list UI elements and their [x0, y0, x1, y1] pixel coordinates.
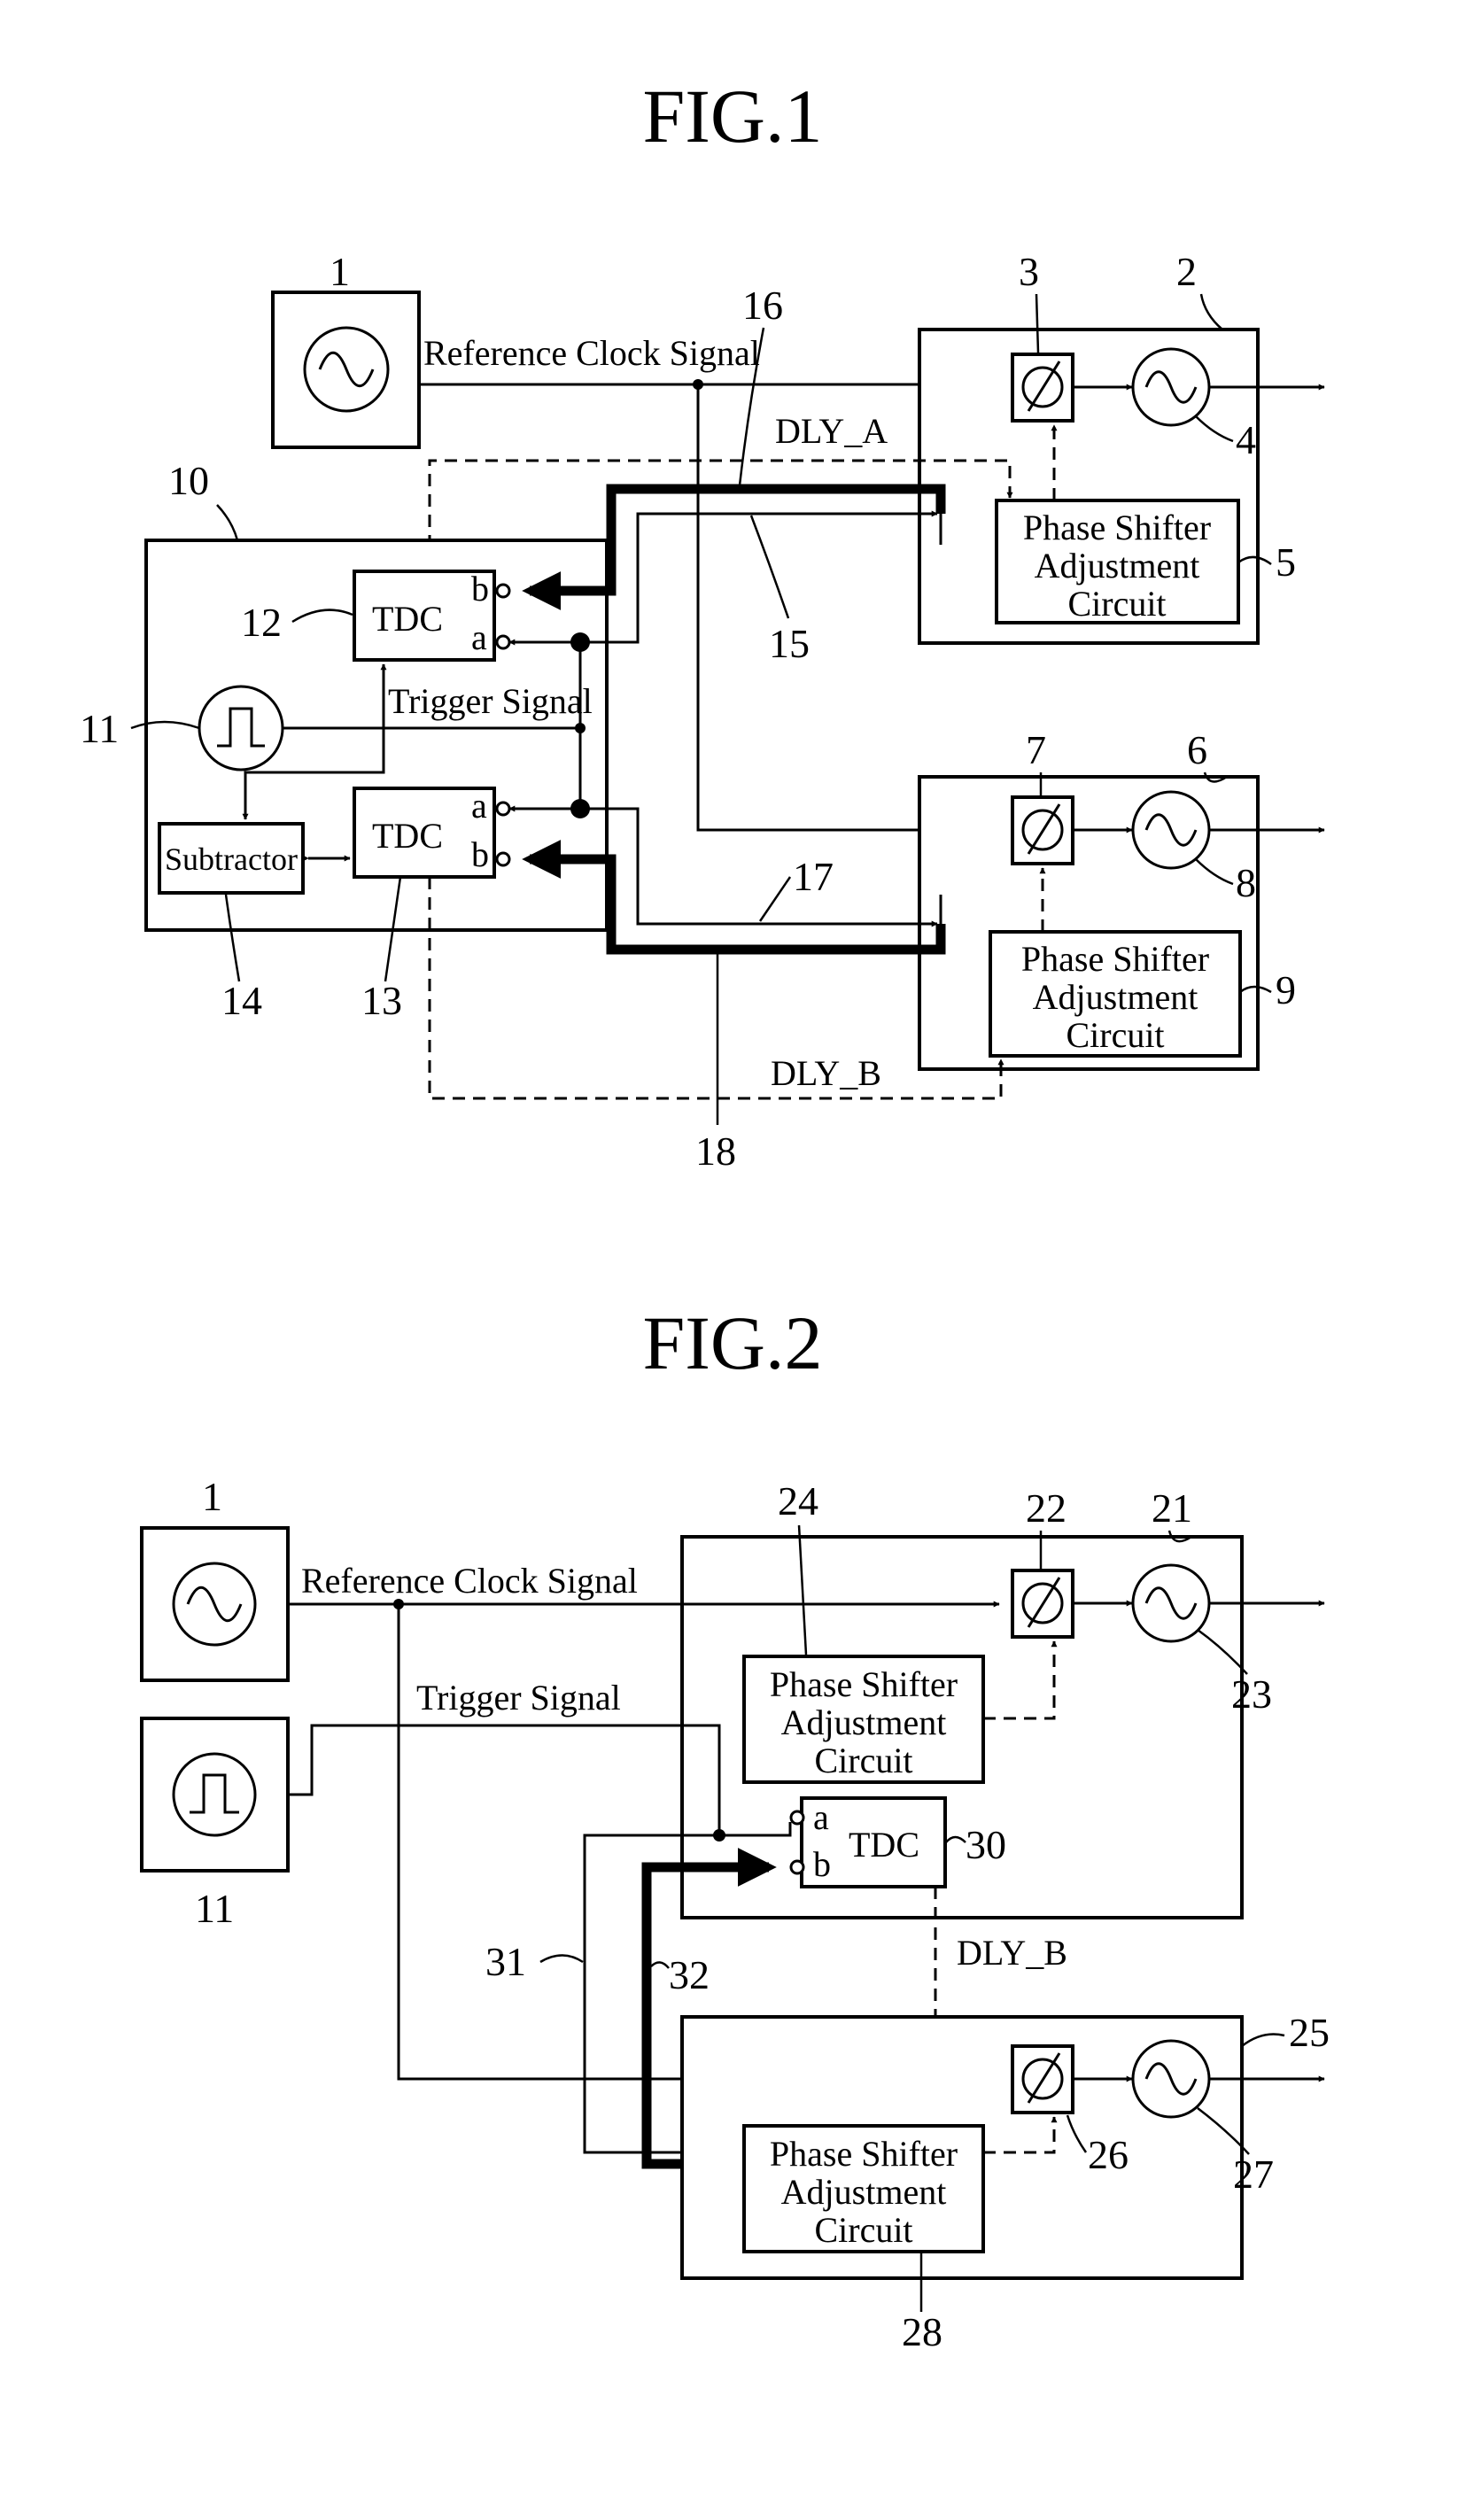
fig2-phase-shifter-26 [1012, 2046, 1073, 2113]
svg-text:Adjustment: Adjustment [1035, 546, 1200, 585]
fig2-tdc-30: TDC a b [791, 1797, 945, 1887]
fig2-ref-32: 32 [669, 1952, 710, 1997]
fig2-adjustment-circuit-28: Phase Shifter Adjustment Circuit [744, 2126, 983, 2252]
fig1-ref-16: 16 [742, 283, 783, 328]
fig1-ref-8: 8 [1236, 860, 1256, 905]
fig1-ref-14: 14 [221, 978, 262, 1023]
fig2-ref-1: 1 [202, 1474, 222, 1519]
svg-text:Phase Shifter: Phase Shifter [770, 1664, 958, 1704]
fig1-trigger-label: Trigger Signal [388, 681, 593, 721]
svg-text:Subtractor: Subtractor [165, 841, 298, 877]
fig2-dly-b-label: DLY_B [957, 1933, 1067, 1973]
fig1-phase-shifter-7 [1012, 797, 1073, 864]
fig2-ref-30: 30 [966, 1822, 1006, 1867]
fig1: FIG.1 1 Reference Clock Signal 2 3 [80, 74, 1324, 1174]
fig1-ref-17: 17 [793, 854, 834, 899]
fig2-ref-25: 25 [1289, 2010, 1330, 2055]
fig1-ref-15: 15 [769, 621, 810, 666]
fig1-tdc-13: TDC a b [354, 786, 509, 877]
fig2-ref-24: 24 [778, 1478, 818, 1524]
fig1-ref-5: 5 [1276, 539, 1296, 585]
svg-text:TDC: TDC [372, 599, 443, 639]
fig1-reference-clock-label: Reference Clock Signal [423, 333, 760, 373]
fig1-tdc-12: TDC b a [354, 569, 509, 660]
fig2-ref-31: 31 [485, 1939, 526, 1984]
fig1-adjustment-circuit-9: Phase Shifter Adjustment Circuit [990, 932, 1240, 1056]
svg-text:b: b [471, 569, 489, 609]
svg-text:Circuit: Circuit [1067, 584, 1166, 624]
fig2-trigger-source-11 [142, 1718, 288, 1871]
svg-text:Adjustment: Adjustment [1033, 977, 1198, 1017]
fig1-title: FIG.1 [642, 74, 822, 159]
fig1-phase-shifter-3 [1012, 354, 1073, 421]
svg-text:Phase Shifter: Phase Shifter [1023, 508, 1211, 547]
fig1-ref-11: 11 [80, 706, 119, 751]
svg-text:Phase Shifter: Phase Shifter [770, 2134, 958, 2174]
fig2-ref-21: 21 [1152, 1485, 1192, 1531]
fig1-ref-7: 7 [1026, 727, 1046, 772]
svg-text:Circuit: Circuit [814, 2210, 912, 2250]
svg-text:Phase Shifter: Phase Shifter [1021, 939, 1209, 979]
fig2-ref-28: 28 [902, 2309, 942, 2354]
svg-text:a: a [813, 1797, 829, 1837]
fig1-dly-b-label: DLY_B [771, 1053, 881, 1093]
fig2-ref-26: 26 [1088, 2132, 1129, 2177]
fig2-trigger-label: Trigger Signal [416, 1678, 621, 1717]
fig2-ref-23: 23 [1231, 1671, 1272, 1717]
fig1-ref-18: 18 [695, 1128, 736, 1174]
svg-text:Adjustment: Adjustment [781, 1702, 947, 1742]
fig2-title: FIG.2 [642, 1300, 822, 1385]
svg-text:a: a [471, 617, 487, 657]
fig1-ref-4: 4 [1236, 417, 1256, 462]
fig1-ref-2: 2 [1176, 249, 1197, 294]
fig1-subtractor-14: Subtractor [159, 824, 303, 893]
fig2-phase-shifter-22 [1012, 1570, 1073, 1637]
fig2-ref-27: 27 [1233, 2152, 1274, 2197]
fig2-adjustment-circuit-24: Phase Shifter Adjustment Circuit [744, 1656, 983, 1782]
fig1-ref-3: 3 [1019, 249, 1039, 294]
fig1-ref-12: 12 [241, 600, 282, 645]
fig1-ref-13: 13 [361, 978, 402, 1023]
fig2-reference-clock-label: Reference Clock Signal [301, 1561, 638, 1601]
fig1-line-17 [580, 809, 937, 924]
svg-text:Circuit: Circuit [1066, 1015, 1164, 1055]
svg-text:Circuit: Circuit [814, 1741, 912, 1780]
fig2-reference-clock-source [142, 1528, 288, 1680]
svg-text:b: b [471, 834, 489, 874]
svg-text:TDC: TDC [372, 816, 443, 856]
fig1-ref-6: 6 [1187, 727, 1207, 772]
fig2: FIG.2 1 11 21 Reference Clock Signal [142, 1300, 1330, 2354]
fig1-ref-10: 10 [168, 458, 209, 503]
fig1-ref-9: 9 [1276, 967, 1296, 1012]
svg-text:a: a [471, 786, 487, 826]
svg-text:Adjustment: Adjustment [781, 2172, 947, 2212]
fig1-dly-a-label: DLY_A [775, 411, 888, 451]
fig1-reference-clock-source [273, 292, 419, 447]
svg-text:TDC: TDC [849, 1825, 919, 1865]
fig2-ref-22: 22 [1026, 1485, 1067, 1531]
fig1-ref-1: 1 [330, 249, 350, 294]
svg-text:b: b [813, 1844, 831, 1884]
fig2-ref-11: 11 [195, 1886, 234, 1931]
fig1-adjustment-circuit-5: Phase Shifter Adjustment Circuit [997, 500, 1238, 624]
